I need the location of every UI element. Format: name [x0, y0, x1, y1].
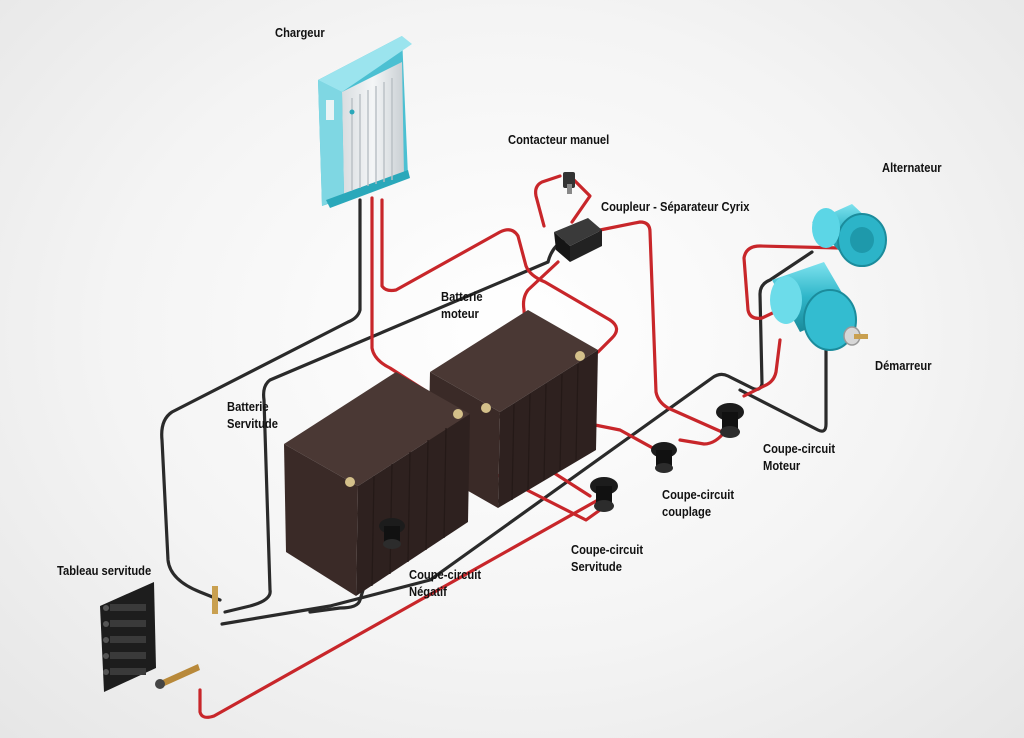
cable-service-feed — [198, 498, 600, 719]
label-contacteur-manuel: Contacteur manuel — [508, 132, 610, 147]
cable-coupleur-engine — [598, 220, 724, 434]
cable-alternator-positive — [742, 244, 842, 320]
label-coupe-circuit-moteur: Coupe-circuit Moteur — [763, 440, 835, 474]
cable-starter-positive — [742, 338, 782, 398]
label-batterie-servitude: Batterie Servitude — [227, 398, 278, 432]
label-batterie-moteur: Batterie moteur — [441, 288, 483, 322]
cable-coupleur-battery — [521, 260, 560, 382]
batterie-servitude — [284, 372, 470, 596]
label-batterie-moteur-line2: moteur — [441, 306, 479, 321]
bus-bar-positive — [155, 664, 200, 689]
cable-service-negative — [223, 260, 550, 614]
label-cc-negatif-line2: Négatif — [409, 584, 447, 599]
label-alternateur: Alternateur — [882, 160, 942, 175]
label-coupleur: Coupleur - Séparateur Cyrix — [601, 199, 750, 214]
cable-starter-negative — [738, 348, 828, 433]
cable-charger-negative — [160, 198, 362, 602]
label-cc-moteur-line2: Moteur — [763, 458, 801, 473]
label-coupe-circuit-servitude: Coupe-circuit Servitude — [571, 541, 643, 575]
label-chargeur: Chargeur — [275, 25, 325, 40]
label-cc-servitude-line1: Coupe-circuit — [571, 542, 644, 557]
coupleur-cyrix — [554, 218, 602, 262]
label-tableau-servitude: Tableau servitude — [57, 563, 152, 578]
charger — [318, 36, 412, 208]
label-batterie-servitude-line1: Batterie — [227, 399, 269, 414]
bus-bar-negative — [212, 586, 218, 614]
tableau-servitude — [100, 582, 156, 692]
coupe-circuit-negatif — [379, 518, 405, 549]
label-cc-couplage-line1: Coupe-circuit — [662, 487, 735, 502]
label-cc-moteur-line1: Coupe-circuit — [763, 441, 836, 456]
label-coupe-circuit-negatif: Coupe-circuit Négatif — [409, 566, 481, 600]
label-cc-negatif-line1: Coupe-circuit — [409, 567, 482, 582]
alternateur — [812, 204, 887, 267]
label-cc-servitude-line2: Servitude — [571, 559, 622, 574]
coupe-circuit-servitude — [590, 477, 618, 512]
cable-contacteur-2 — [570, 178, 592, 224]
demarreur — [770, 262, 868, 351]
label-cc-couplage-line2: couplage — [662, 504, 712, 519]
cable-charger-positive-2 — [380, 198, 619, 354]
cable-contacteur — [534, 174, 562, 228]
label-batterie-servitude-line2: Servitude — [227, 416, 278, 431]
contacteur-manuel — [563, 172, 575, 194]
label-batterie-moteur-line1: Batterie — [441, 289, 483, 304]
positive-cables — [198, 174, 842, 719]
cable-charger-positive-1 — [370, 196, 592, 498]
coupe-circuit-couplage — [651, 442, 677, 473]
label-demarreur: Démarreur — [875, 358, 932, 373]
label-coupe-circuit-couplage: Coupe-circuit couplage — [662, 486, 734, 520]
coupe-circuit-moteur — [716, 403, 744, 438]
